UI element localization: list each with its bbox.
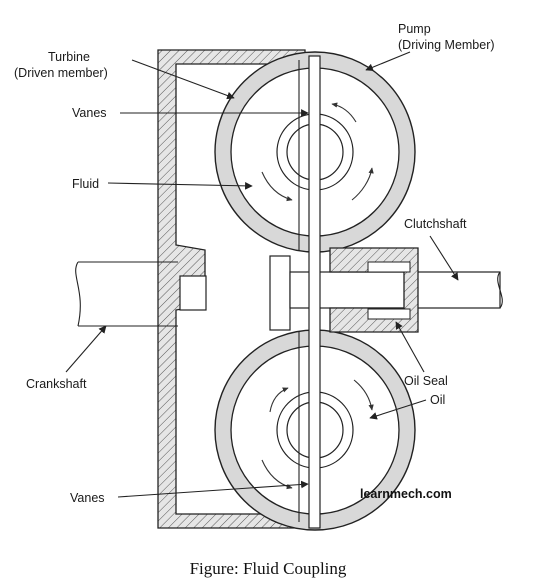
label-pump: Pump [398,22,431,36]
clutchshaft-end [497,271,503,309]
hub [179,275,207,311]
flow-arrow [261,171,293,202]
oil-seal-lower [367,308,411,320]
flow-arrow [261,459,293,490]
flange [269,255,291,331]
crankshaft [75,261,178,327]
label-crankshaft: Crankshaft [26,377,87,391]
flow-arrow [353,379,374,411]
leader-vanes-bottom [117,480,309,498]
figure-caption: Figure: Fluid Coupling [190,559,347,578]
leader-turbine [131,59,235,100]
leader-oil [369,399,427,420]
label-fluid: Fluid [72,177,99,191]
label-oil: Oil [430,393,445,407]
label-turbine-sub: (Driven member) [14,66,108,80]
flow-arrow [269,387,289,413]
leader-oil-seal [395,321,425,373]
leader-crankshaft [65,325,107,373]
leader-fluid [107,182,253,190]
pump-plate [308,55,321,529]
flow-arrow [331,102,357,123]
label-vanes-top: Vanes [72,106,107,120]
leader-pump [365,51,411,71]
leader-clutchshaft [429,235,459,281]
label-clutchshaft: Clutchshaft [404,217,467,231]
label-oil-seal: Oil Seal [404,374,448,388]
label-turbine: Turbine [48,50,90,64]
oil-seal [367,261,411,273]
watermark: learnmech.com [360,487,452,501]
flow-arrow [351,167,374,201]
label-vanes-bottom: Vanes [70,491,105,505]
label-pump-sub: (Driving Member) [398,38,495,52]
clutchshaft [289,271,501,309]
